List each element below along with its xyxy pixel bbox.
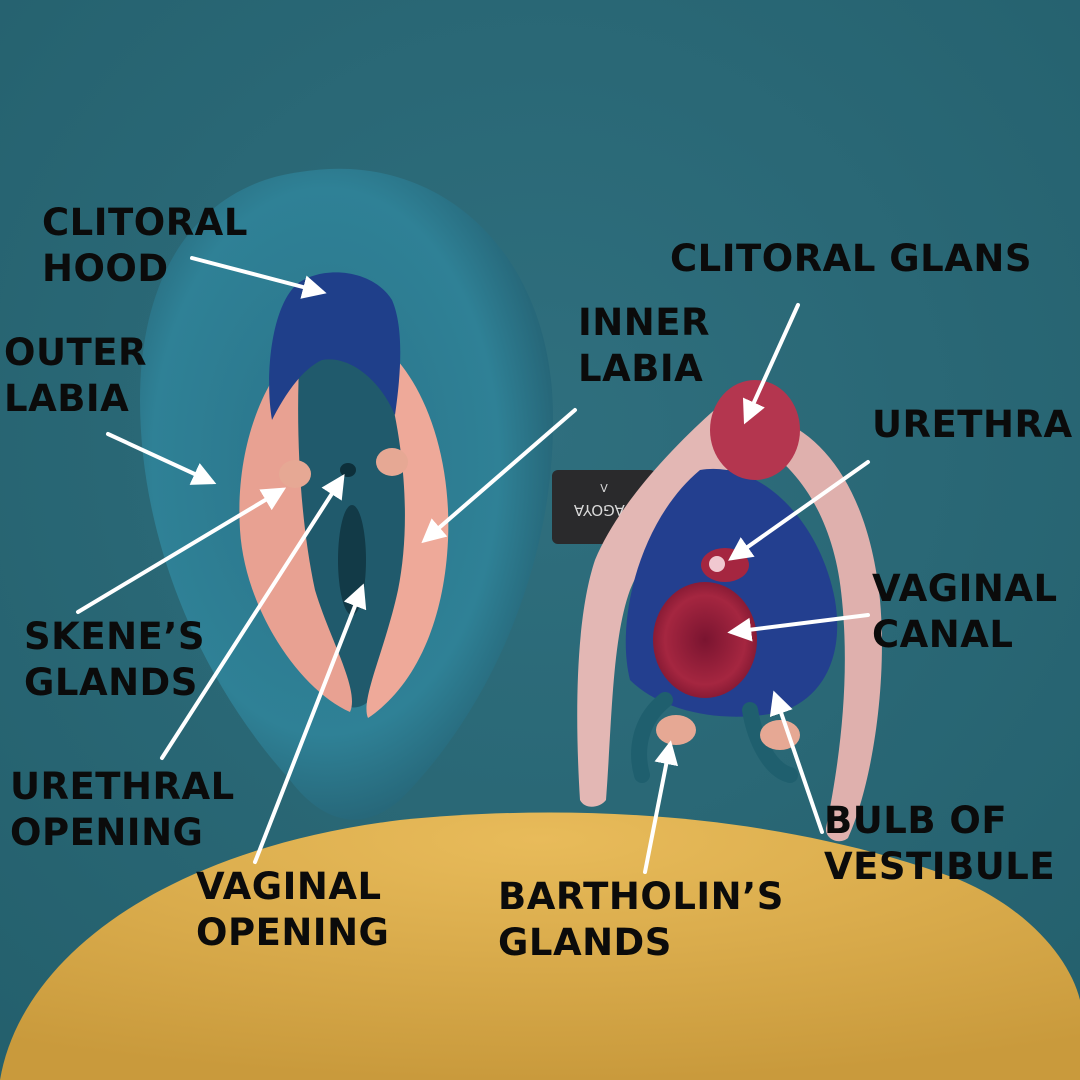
label-bulb-of-vestibule: BULB OF VESTIBULE bbox=[824, 799, 1056, 888]
skenes-gland-left bbox=[279, 460, 311, 488]
vaginal-opening-slit bbox=[338, 505, 366, 615]
bulb-tail-right bbox=[742, 702, 798, 783]
label-urethral-opening: URETHRAL OPENING bbox=[10, 765, 235, 854]
vaginal-canal-shape bbox=[653, 582, 757, 698]
arrow-urethral-opening bbox=[160, 473, 345, 760]
arrow-bartholins-glands bbox=[643, 740, 679, 874]
label-vaginal-opening: VAGINAL OPENING bbox=[196, 865, 390, 954]
label-outer-labia: OUTER LABIA bbox=[4, 331, 148, 420]
bartholins-gland-left bbox=[656, 715, 696, 745]
arrow-clitoral-glans bbox=[742, 303, 800, 425]
arrows bbox=[76, 256, 870, 874]
svg-text:V: V bbox=[600, 482, 608, 495]
label-skenes-glands: SKENE’S GLANDS bbox=[24, 615, 206, 704]
yellow-chair bbox=[0, 812, 1080, 1080]
arrow-clitoral-hood bbox=[190, 256, 327, 299]
arrow-bulb-of-vestibule bbox=[769, 690, 824, 834]
arrow-urethra bbox=[728, 460, 870, 561]
label-bartholins-glands: BARTHOLIN’S GLANDS bbox=[498, 875, 784, 964]
skenes-gland-right bbox=[376, 448, 408, 476]
arrow-vaginal-opening bbox=[253, 583, 367, 864]
label-vaginal-canal: VAGINAL CANAL bbox=[872, 567, 1058, 656]
inner-labia-right bbox=[366, 340, 449, 718]
clitoral-glans-shape bbox=[710, 380, 800, 480]
clitoral-crus-right bbox=[760, 420, 882, 842]
arrow-skenes-glands bbox=[76, 487, 287, 614]
svg-text:VAGOYA: VAGOYA bbox=[573, 501, 634, 519]
clitoris-plush bbox=[577, 380, 882, 842]
urethral-opening-hole bbox=[340, 463, 356, 477]
arrow-outer-labia bbox=[106, 432, 217, 485]
urethra-tip bbox=[709, 556, 725, 572]
arrow-vaginal-canal bbox=[727, 613, 870, 642]
label-inner-labia: INNER LABIA bbox=[578, 301, 710, 390]
label-clitoral-glans: CLITORAL GLANS bbox=[670, 237, 1032, 280]
arrow-inner-labia bbox=[421, 408, 577, 544]
clitoral-hood-shape bbox=[269, 272, 401, 420]
label-urethra: URETHRA bbox=[872, 403, 1073, 446]
bulb-tail-left bbox=[631, 692, 673, 783]
label-clitoral-hood: CLITORAL HOOD bbox=[42, 201, 248, 290]
inner-labia-left bbox=[239, 345, 352, 712]
